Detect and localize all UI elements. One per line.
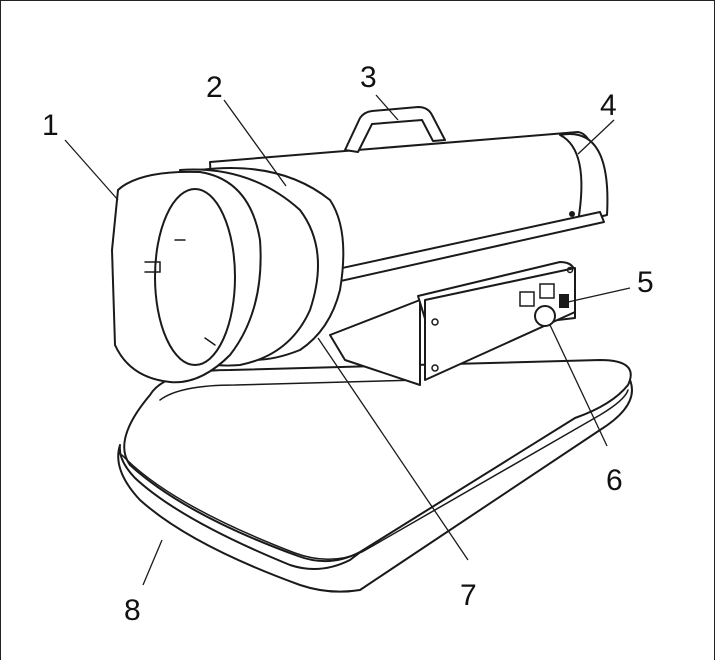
leader-2 — [223, 99, 287, 187]
carry-handle — [344, 106, 446, 153]
front-nozzle — [111, 167, 345, 384]
leader-3 — [375, 94, 399, 121]
callout-8: 8 — [124, 594, 141, 627]
callout-6: 6 — [606, 464, 623, 497]
callouts: 1 2 3 4 5 6 7 8 — [42, 61, 654, 627]
leader-lines — [64, 94, 631, 586]
leader-8 — [142, 539, 163, 586]
callout-2: 2 — [206, 71, 223, 104]
leader-1 — [64, 139, 119, 201]
leader-4 — [577, 119, 615, 155]
fuel-tank-base — [117, 359, 633, 593]
body-support — [329, 299, 421, 386]
callout-1: 1 — [42, 109, 59, 142]
callout-4: 4 — [600, 89, 617, 122]
callout-3: 3 — [360, 61, 377, 94]
leader-7 — [317, 337, 469, 561]
leader-6 — [549, 324, 608, 447]
callout-5: 5 — [637, 266, 654, 299]
leader-5 — [567, 287, 631, 303]
callout-7: 7 — [460, 579, 477, 612]
control-panel — [417, 261, 576, 381]
